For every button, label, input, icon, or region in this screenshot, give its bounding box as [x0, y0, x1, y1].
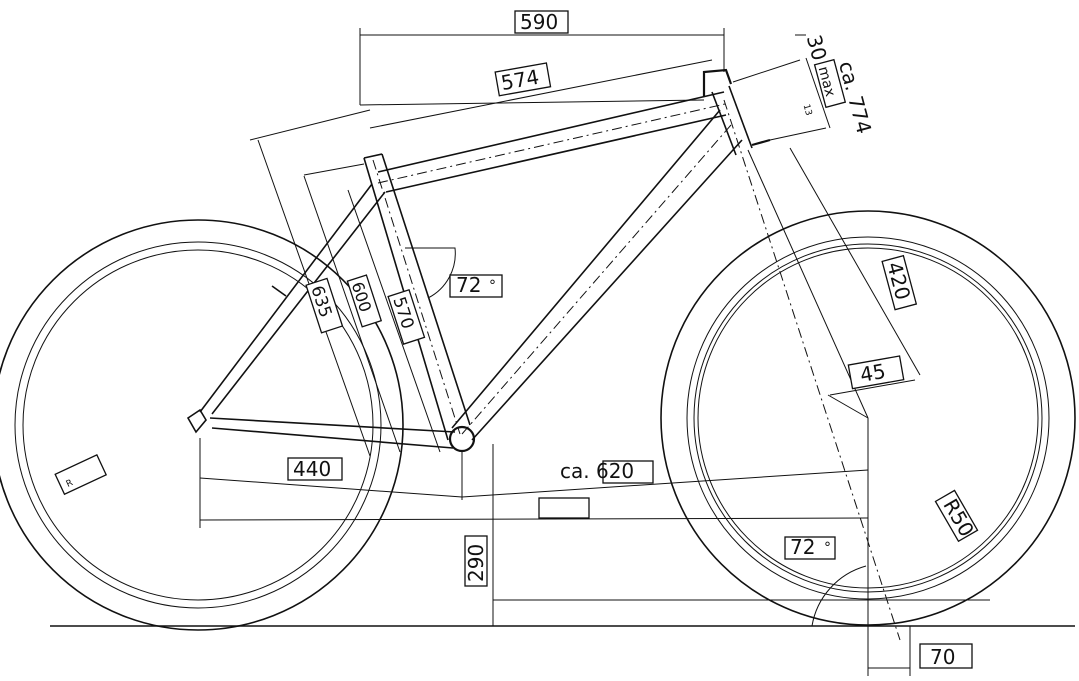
- svg-text:600: 600: [348, 279, 376, 314]
- label-290: 290: [464, 535, 488, 587]
- svg-text:72: 72: [456, 273, 481, 297]
- svg-text:570: 570: [388, 295, 417, 332]
- frame: [186, 68, 771, 453]
- label-635: 635: [305, 277, 344, 334]
- svg-text:ca. 620: ca. 620: [560, 459, 634, 483]
- svg-text:420: 420: [882, 259, 915, 302]
- label-45: 45: [847, 355, 905, 390]
- svg-text:R: R: [65, 478, 75, 490]
- dimension-lines: [199, 28, 990, 676]
- svg-text:13: 13: [801, 103, 814, 117]
- svg-text:°: °: [489, 278, 496, 294]
- label-r50: R50: [934, 489, 979, 543]
- svg-text:45: 45: [858, 359, 887, 387]
- label-70: 70: [919, 643, 973, 669]
- fork-axis: [723, 99, 901, 641]
- svg-text:290: 290: [464, 544, 488, 582]
- svg-text:72: 72: [790, 535, 815, 559]
- svg-text:590: 590: [520, 10, 558, 34]
- label-72-seat: 72 °: [449, 273, 503, 298]
- label-420: 420: [881, 254, 918, 311]
- dimension-labels: 590 574 30 max ca. 774 13 635 600 570: [54, 10, 979, 669]
- svg-text:70: 70: [930, 645, 955, 669]
- blank-box: [538, 497, 590, 519]
- label-440: 440: [287, 457, 343, 481]
- svg-text:max: max: [815, 65, 838, 99]
- label-72-head: 72 °: [784, 535, 836, 560]
- svg-text:°: °: [824, 540, 831, 556]
- label-13: 13: [801, 103, 814, 117]
- svg-text:440: 440: [293, 457, 331, 481]
- label-ca620: ca. 620: [560, 459, 654, 484]
- svg-text:635: 635: [306, 283, 335, 320]
- label-600: 600: [346, 274, 383, 328]
- label-590: 590: [514, 10, 569, 34]
- label-max: max: [813, 58, 847, 109]
- rear-wheel: [0, 219, 404, 631]
- label-r-rear: R: [54, 453, 108, 496]
- svg-text:574: 574: [499, 65, 541, 95]
- label-574: 574: [494, 62, 552, 97]
